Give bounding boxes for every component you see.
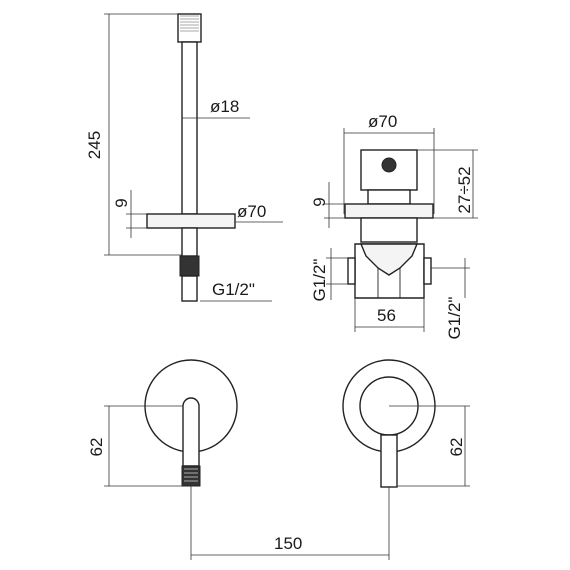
dim-front-height-right: 62 <box>447 438 466 457</box>
spout-front <box>182 397 200 467</box>
dim-thread-left: G1/2" <box>212 280 255 299</box>
wall-plate-right <box>344 203 434 219</box>
front-views: 62 62 150 <box>87 359 470 560</box>
spout-thread <box>181 275 198 302</box>
handle-body <box>360 149 418 191</box>
dim-body-diameter: ø70 <box>368 112 397 131</box>
mixer-lever <box>380 434 398 488</box>
handle-collar <box>367 189 411 205</box>
spout-side-view: 245 ø18 9 ø70 G1/2" <box>85 13 283 302</box>
dim-thread-right-b: G1/2" <box>445 297 464 340</box>
dim-plate-thickness-left: 9 <box>112 198 131 207</box>
outlet-hatch <box>184 468 198 482</box>
mixer-side-view: ø70 9 27÷52 G1/2" 5 <box>310 112 478 339</box>
valve-cartridge <box>359 243 419 276</box>
spout-hex-nut <box>179 255 200 277</box>
dim-spout-height: 245 <box>85 131 104 159</box>
dim-spout-diameter: ø18 <box>210 97 239 116</box>
dim-body-width: 56 <box>377 306 396 325</box>
spout-shank <box>181 227 198 257</box>
dim-adjust-range: 27÷52 <box>455 166 474 213</box>
dim-plate-thickness-right: 9 <box>310 197 329 206</box>
mixer-neck <box>360 217 418 243</box>
spout-tube <box>181 41 198 215</box>
dim-centre-distance: 150 <box>274 534 302 553</box>
handle-cap <box>381 157 397 173</box>
dim-plate-diameter-left: ø70 <box>237 202 266 221</box>
wall-plate-left <box>146 213 236 229</box>
aerator-hatch <box>180 15 199 32</box>
dim-thread-right-a: G1/2" <box>310 259 329 302</box>
thread-right-port <box>423 257 432 285</box>
thread-left-port <box>347 257 356 285</box>
dim-front-height-left: 62 <box>87 438 106 457</box>
